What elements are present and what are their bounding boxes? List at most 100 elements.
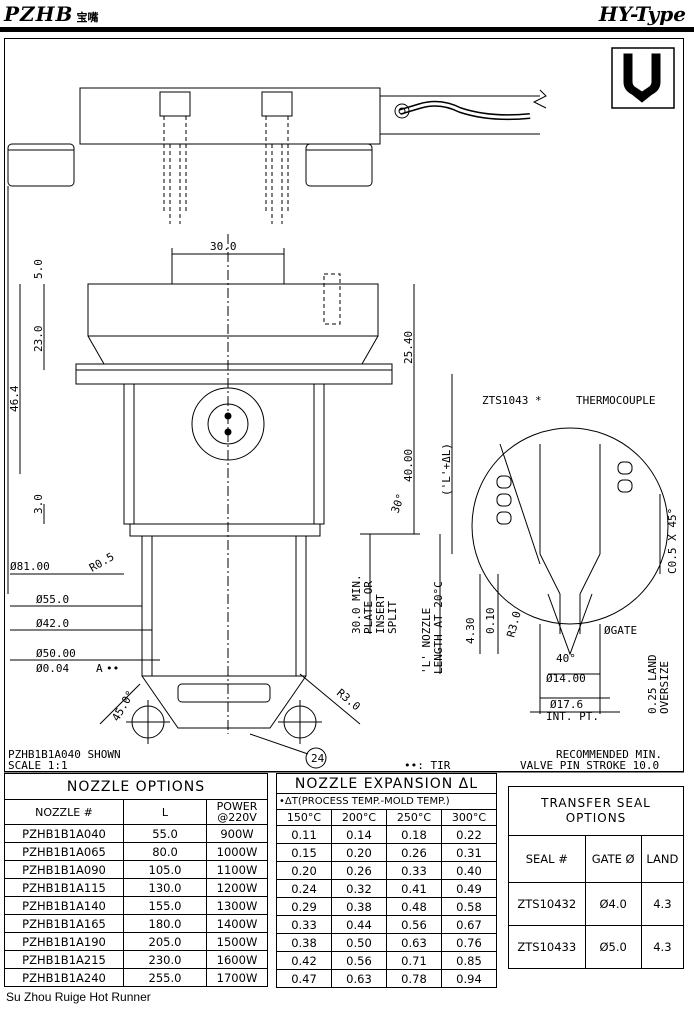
- table-cell: 0.63: [330, 969, 387, 988]
- land-note-2: OVERSIZE: [658, 661, 671, 714]
- type-label: HY-Type: [598, 2, 686, 26]
- length-note-1: 'L' NOZZLE: [420, 608, 433, 674]
- dim-r3: R3.0: [334, 686, 363, 713]
- table-cell: 1000W: [206, 842, 268, 861]
- table-cell: 0.49: [440, 879, 498, 898]
- table-cell: 0.67: [440, 915, 498, 934]
- dim-l-plus-dl: ('L'+ΔL): [440, 443, 453, 496]
- table-cell: Ø4.0: [584, 882, 642, 926]
- dim-angle-40: 40°: [556, 652, 576, 665]
- table-cell: 0.33: [276, 915, 332, 934]
- split-note-3: INSERT: [374, 594, 387, 634]
- dim-5: 5.0: [32, 259, 45, 279]
- table-cell: 0.78: [385, 969, 442, 988]
- table-cell: 0.11: [276, 825, 332, 844]
- col-300: 300°C: [440, 809, 498, 826]
- table-cell: 0.14: [330, 825, 387, 844]
- table-cell: 0.22: [440, 825, 498, 844]
- table-cell: 255.0: [123, 968, 207, 987]
- dim-angle-30: 30°: [389, 492, 408, 515]
- table-cell: 230.0: [123, 950, 207, 969]
- table-cell: 0.44: [330, 915, 387, 934]
- table-cell: 130.0: [123, 878, 207, 897]
- header-rule: [0, 27, 694, 32]
- col-200: 200°C: [330, 809, 387, 826]
- table-cell: 0.26: [385, 843, 442, 862]
- table-cell: 4.3: [640, 882, 685, 926]
- table-cell: 1300W: [206, 896, 268, 915]
- split-note-1: 30.0 MIN.: [350, 574, 363, 634]
- tir-marks: ••: [106, 662, 119, 675]
- footer-company: Su Zhou Ruige Hot Runner: [6, 990, 151, 1004]
- table-cell: 0.85: [440, 951, 498, 970]
- table-cell: PZHB1B1A190: [4, 932, 124, 951]
- dim-25-40: 25.40: [402, 331, 415, 364]
- col-land: LAND: [640, 835, 685, 883]
- table-cell: 1600W: [206, 950, 268, 969]
- nozzle-options-caption: NOZZLE OPTIONS: [4, 773, 268, 800]
- table-cell: PZHB1B1A065: [4, 842, 124, 861]
- table-cell: 0.48: [385, 897, 442, 916]
- dim-0-10: 0.10: [484, 608, 497, 635]
- col-150: 150°C: [276, 809, 332, 826]
- col-l: L: [123, 799, 207, 825]
- dim-46-4: 46.4: [8, 385, 21, 412]
- recommended-line-2: VALVE PIN STROKE 10.0: [520, 759, 659, 772]
- nozzle-options-table: NOZZLE OPTIONS NOZZLE # L POWER @220V PZ…: [4, 773, 268, 987]
- table-cell: 0.40: [440, 861, 498, 880]
- table-cell: 0.71: [385, 951, 442, 970]
- dim-phi55: Ø55.0: [36, 593, 69, 606]
- brand-chinese: 宝嘴: [76, 11, 99, 24]
- table-cell: 0.20: [276, 861, 332, 880]
- table-cell: 0.47: [276, 969, 332, 988]
- dim-chamfer: C0.5 X 45°: [666, 508, 679, 574]
- col-250: 250°C: [385, 809, 442, 826]
- tir-note: ••: TIR: [404, 759, 451, 772]
- table-cell: 0.56: [330, 951, 387, 970]
- dim-phi81: Ø81.00: [10, 560, 50, 573]
- seal-options-table: TRANSFER SEAL OPTIONS SEAL # GATE Ø LAND…: [508, 786, 685, 969]
- table-cell: 80.0: [123, 842, 207, 861]
- dim-3: 3.0: [32, 494, 45, 514]
- table-cell: 0.31: [440, 843, 498, 862]
- datum-a: A: [96, 662, 103, 675]
- table-cell: 1500W: [206, 932, 268, 951]
- dim-30: 30.0: [210, 240, 237, 253]
- col-gate: GATE Ø: [584, 835, 642, 883]
- expansion-subcaption: •ΔT(PROCESS TEMP.-MOLD TEMP.): [276, 793, 497, 810]
- dim-40: 40.00: [402, 449, 415, 482]
- table-cell: 0.50: [330, 933, 387, 952]
- label-zts: ZTS1043 *: [482, 394, 542, 407]
- table-cell: 0.32: [330, 879, 387, 898]
- label-thermocouple: THERMOCOUPLE: [576, 394, 655, 407]
- balloon-number: 24: [311, 752, 325, 765]
- shown-label: PZHB1B1A040 SHOWN: [8, 748, 121, 761]
- dim-r3-0: R3.0: [504, 610, 523, 639]
- scale-label: SCALE 1:1: [8, 759, 68, 772]
- table-cell: Ø5.0: [584, 925, 642, 969]
- recommended-line-1: RECOMMENDED MIN.: [556, 748, 662, 761]
- table-cell: PZHB1B1A115: [4, 878, 124, 897]
- table-cell: 0.58: [440, 897, 498, 916]
- table-cell: 205.0: [123, 932, 207, 951]
- table-cell: PZHB1B1A140: [4, 896, 124, 915]
- table-cell: 0.18: [385, 825, 442, 844]
- length-note-2: LENGTH AT 20°C: [432, 581, 445, 674]
- table-cell: 0.42: [276, 951, 332, 970]
